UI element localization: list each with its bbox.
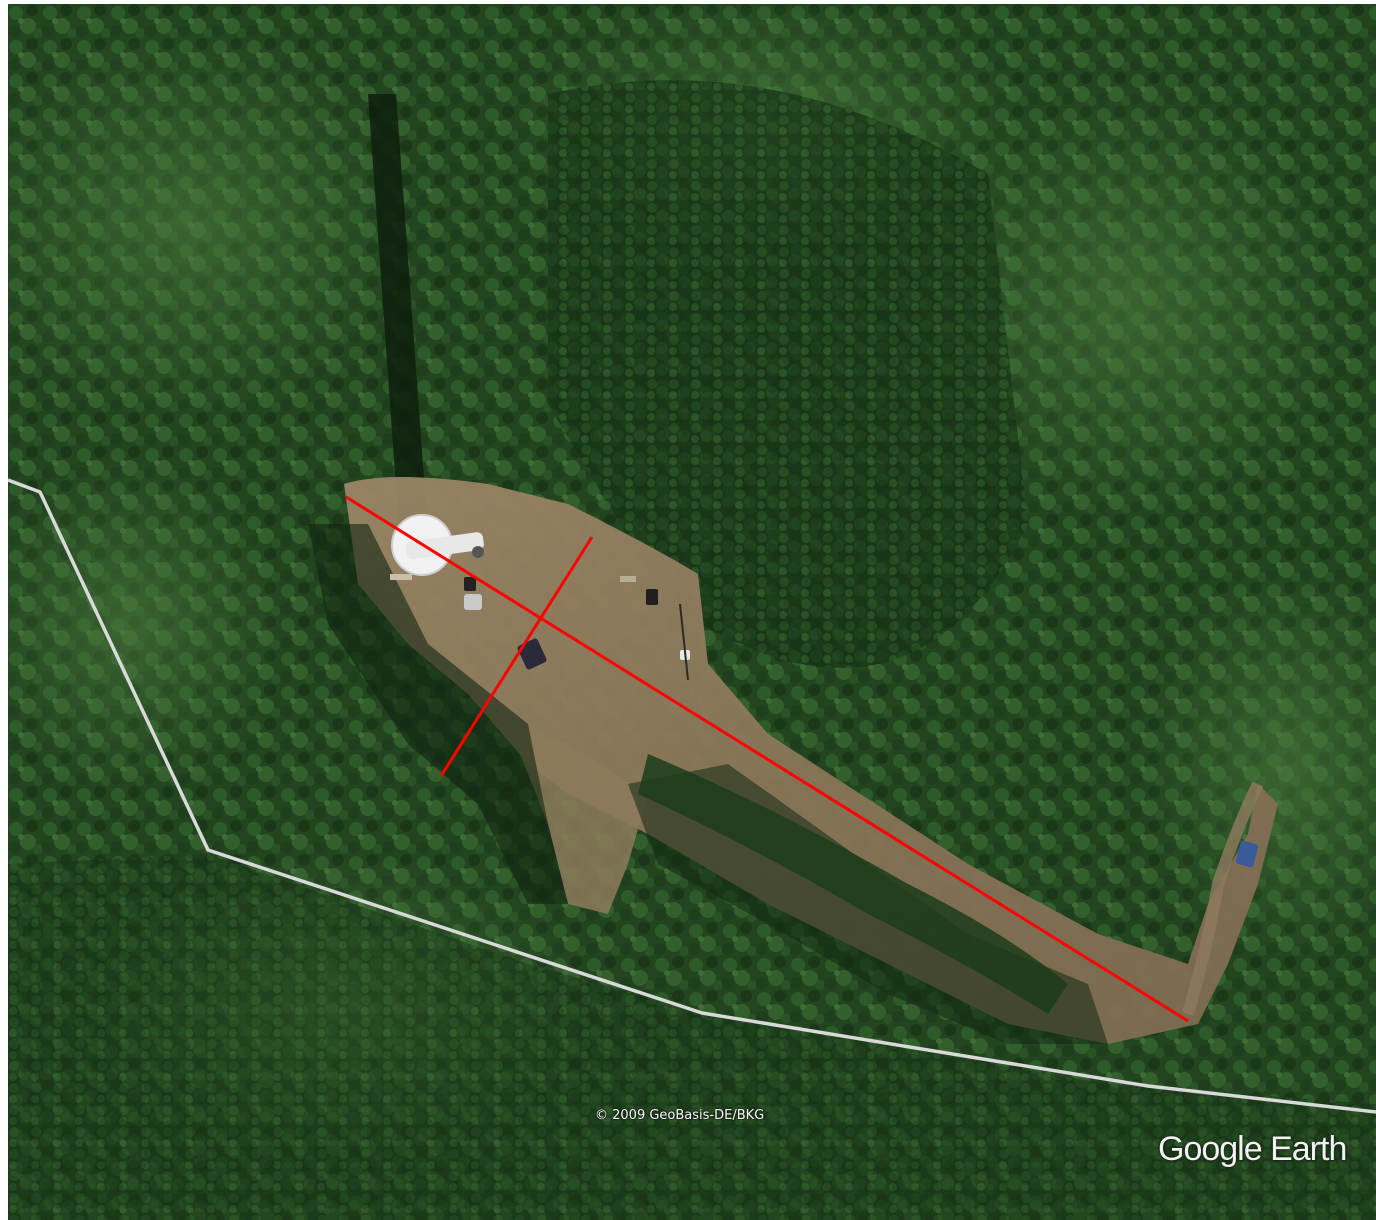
measurement-lines xyxy=(345,495,1189,1023)
forest-imagery xyxy=(8,4,1376,1220)
site-objects xyxy=(390,514,1259,868)
vehicle-icon xyxy=(464,577,1259,868)
boundary-line xyxy=(8,478,1376,1114)
site-barriers xyxy=(390,574,689,681)
measure-line-long[interactable] xyxy=(345,495,1189,1023)
measure-line-cross[interactable] xyxy=(439,536,594,777)
google-earth-logo: Google Earth xyxy=(1158,1130,1347,1168)
satellite-map-view[interactable]: © 2009 GeoBasis-DE/BKG Google Earth xyxy=(8,4,1376,1220)
map-attribution: © 2009 GeoBasis-DE/BKG xyxy=(595,1108,765,1123)
